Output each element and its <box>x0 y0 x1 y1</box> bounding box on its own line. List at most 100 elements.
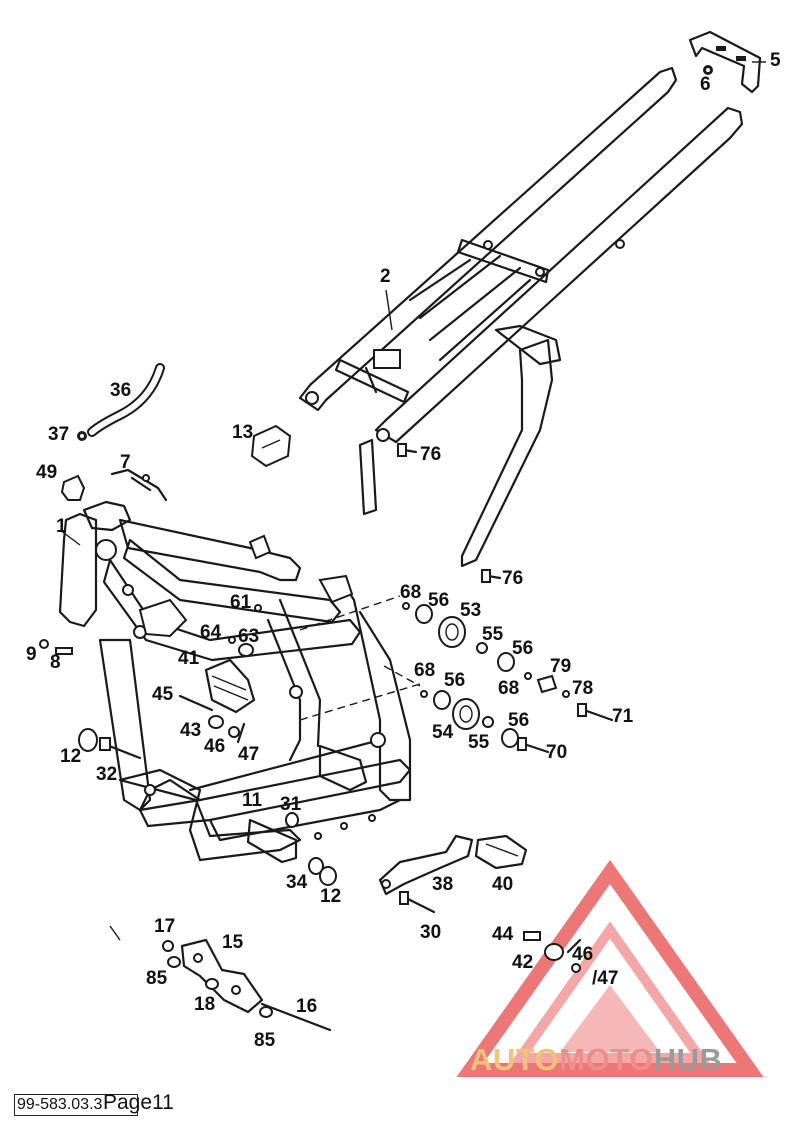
bolt-part-30 <box>399 891 436 914</box>
callout-label-l8: 8 <box>50 652 61 673</box>
cap-part-49 <box>60 474 86 501</box>
bushing-part-31 <box>285 812 299 828</box>
callout-label-l40: 40 <box>492 874 513 895</box>
watermark-auto: AUTO <box>470 1042 560 1077</box>
callout-label-l56a: 56 <box>428 590 449 611</box>
pin-part-45 <box>178 694 214 712</box>
callout-label-l45: 45 <box>152 684 174 705</box>
callout-label-l7: 7 <box>120 452 131 473</box>
bolt-part-76-b <box>481 569 502 583</box>
callout-label-l44: 44 <box>492 924 514 945</box>
bushing-part-12-left <box>78 728 98 752</box>
callout-label-l43: 43 <box>180 720 201 741</box>
callout-label-l85b: 85 <box>254 1030 276 1051</box>
callout-label-l5: 5 <box>770 50 781 71</box>
page-label: Page11 <box>103 1091 174 1114</box>
rear-subframe <box>298 66 744 568</box>
callout-label-l12b: 12 <box>320 886 341 907</box>
callout-label-l11: 11 <box>242 790 263 811</box>
bracket-part-15 <box>180 938 264 1014</box>
callout-label-l12a: 12 <box>60 746 81 767</box>
callout-label-l41: 41 <box>178 648 200 669</box>
mount-lower-parts <box>420 690 519 748</box>
callout-label-l56d: 56 <box>508 710 529 731</box>
callout-label-l31: 31 <box>280 794 302 815</box>
callout-label-l2: 2 <box>380 266 391 287</box>
callout-label-l49: 49 <box>36 462 57 483</box>
callout-label-l85a: 85 <box>146 968 168 989</box>
brake-lever-part-38 <box>378 834 474 896</box>
main-frame <box>58 500 412 864</box>
bushing-part-12-lower <box>319 866 337 886</box>
spacer-part-34 <box>308 857 324 875</box>
callout-label-l47b: /47 <box>592 968 618 989</box>
callout-label-l34: 34 <box>286 872 308 893</box>
document-number: 99-583.03.3 <box>17 1096 103 1113</box>
bolt-part-8 <box>55 647 73 655</box>
callout-label-l71: 71 <box>612 706 634 727</box>
rubber-block-part-13 <box>250 424 292 468</box>
callout-label-l68c: 68 <box>414 660 435 681</box>
callout-label-l36: 36 <box>110 380 131 401</box>
callout-label-l56b: 56 <box>512 638 533 659</box>
callout-label-l76a: 76 <box>420 444 441 465</box>
switch-part-7 <box>110 468 168 502</box>
watermark-moto: MOTO <box>559 1042 654 1077</box>
callout-label-l32: 32 <box>96 764 117 785</box>
nut-part-85-lower <box>259 1006 273 1018</box>
washer-part-46-47-lower <box>566 938 582 973</box>
watermark-logo <box>456 859 764 1077</box>
footpeg-part-40 <box>474 834 528 870</box>
small-parts-79-78-68 <box>524 672 570 698</box>
bolt-part-61 <box>254 604 262 612</box>
nut-part-64-63 <box>228 636 254 657</box>
pin-part-44 <box>523 931 541 941</box>
callout-label-l1: 1 <box>56 516 67 537</box>
bolt-part-71 <box>577 703 614 722</box>
spring-part-42 <box>544 943 564 961</box>
callout-label-l70: 70 <box>546 742 567 763</box>
bolt-part-6 <box>704 66 712 74</box>
callout-label-l38: 38 <box>432 874 453 895</box>
callout-label-l55a: 55 <box>482 624 504 645</box>
callout-label-l76b: 76 <box>502 568 523 589</box>
callout-label-l37: 37 <box>48 424 69 445</box>
bolt-part-85-left <box>167 956 181 968</box>
nut-part-17 <box>162 940 174 952</box>
callout-label-l63: 63 <box>238 626 259 647</box>
callout-label-l13: 13 <box>232 422 253 443</box>
leader-lines <box>59 61 766 941</box>
callout-label-l17: 17 <box>154 916 175 937</box>
spring-part-43 <box>208 715 224 729</box>
bolt-part-32 <box>99 737 142 760</box>
mount-upper-parts <box>402 602 515 672</box>
engine-mount-dash-lines <box>299 595 421 721</box>
watermark-text: AUTOMOTOHUB <box>470 1042 722 1078</box>
callout-label-l42: 42 <box>512 952 533 973</box>
washer-part-46-47 <box>228 722 246 744</box>
callout-label-l9: 9 <box>26 644 37 665</box>
callout-label-l30: 30 <box>420 922 441 943</box>
callout-label-l55b: 55 <box>468 732 490 753</box>
hose-part-36 <box>77 363 165 441</box>
bolt-part-37 <box>78 432 86 440</box>
callout-label-l79: 79 <box>550 656 571 677</box>
bolt-part-16 <box>260 1002 332 1032</box>
callout-label-l68a: 68 <box>400 582 421 603</box>
callout-label-l78: 78 <box>572 678 593 699</box>
bolt-part-76-a <box>397 443 418 457</box>
nut-part-9 <box>39 639 49 649</box>
callout-label-l15: 15 <box>222 932 244 953</box>
spacer-part-18 <box>205 978 219 990</box>
bolt-part-70 <box>517 737 550 754</box>
callout-label-l54: 54 <box>432 722 454 743</box>
watermark-hub: HUB <box>653 1042 723 1077</box>
callout-label-l68b: 68 <box>498 678 519 699</box>
callout-label-l64: 64 <box>200 622 222 643</box>
callout-label-l61: 61 <box>230 592 252 613</box>
callout-label-l56c: 56 <box>444 670 465 691</box>
callout-label-l46b: 46 <box>572 944 593 965</box>
